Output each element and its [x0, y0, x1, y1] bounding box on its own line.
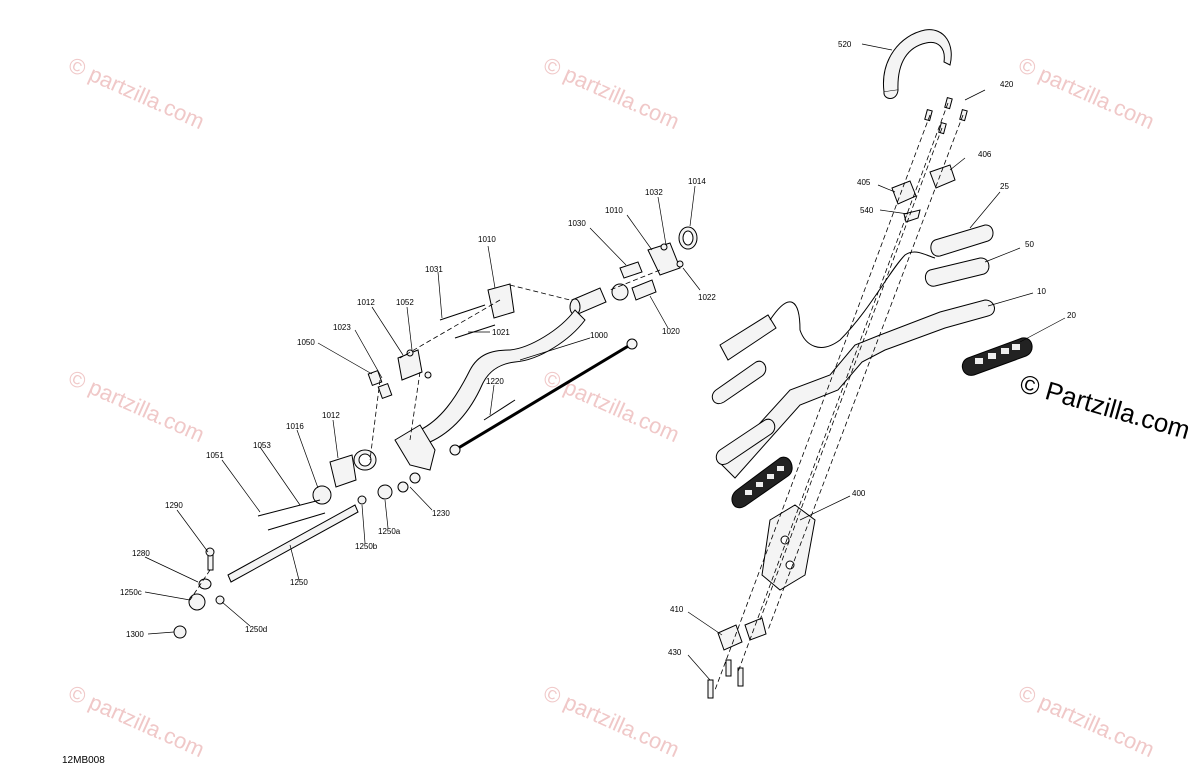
label-420: 420: [1000, 80, 1014, 89]
label-430: 430: [668, 648, 682, 657]
label-25: 25: [1000, 182, 1009, 191]
ball-joint-1250c: [188, 593, 206, 611]
bolt-1051: [257, 499, 321, 517]
pad-end: [883, 89, 899, 99]
label-1053: 1053: [253, 441, 271, 450]
label-1050: 1050: [297, 338, 315, 347]
bolt-1053: [267, 512, 326, 531]
label-1032: 1032: [645, 188, 663, 197]
label-1023: 1023: [333, 323, 351, 332]
grip-25: [930, 224, 994, 257]
label-1022: 1022: [698, 293, 716, 302]
bushing-1050: [367, 370, 383, 386]
joint-1250a: [377, 484, 393, 500]
label-50: 50: [1025, 240, 1034, 249]
bushing-1030: [619, 261, 643, 279]
grip-tube-left: [711, 360, 767, 404]
label-405: 405: [857, 178, 871, 187]
label-1030: 1030: [568, 219, 586, 228]
label-1250b: 1250b: [355, 542, 378, 551]
bolt-1031: [439, 304, 486, 321]
washer-1280: [198, 578, 212, 590]
tie-rod: [454, 343, 631, 452]
label-1012: 1012: [357, 298, 375, 307]
label-1000: 1000: [590, 331, 608, 340]
diagram-code: 12MB008: [62, 755, 105, 766]
clamp-410: [717, 624, 743, 651]
bearing-block-1010-b: [487, 283, 515, 319]
clamp-406: [929, 164, 956, 189]
label-1010-b: 1010: [478, 235, 496, 244]
label-406: 406: [978, 150, 992, 159]
label-1021: 1021: [492, 328, 510, 337]
label-1220: 1220: [486, 377, 504, 386]
washer-1230: [397, 481, 409, 493]
steering-column-1000: [419, 309, 586, 443]
label-1250c: 1250c: [120, 588, 142, 597]
grip-50: [924, 257, 990, 287]
leader-lines: [144, 43, 1066, 681]
bushing-1023: [377, 383, 393, 399]
label-520: 520: [838, 40, 852, 49]
screw-420: [924, 97, 968, 135]
tie-rod-1250: [227, 504, 359, 583]
label-1012-b: 1012: [322, 411, 340, 420]
grip-tube-left-2: [715, 418, 776, 465]
clamp-1012-b: [329, 454, 357, 488]
label-1250a: 1250a: [378, 527, 401, 536]
label-540: 540: [860, 206, 874, 215]
nut-1250b: [357, 495, 367, 505]
nut-1300: [173, 625, 187, 639]
label-1051: 1051: [206, 451, 224, 460]
callout-labels: 520 420 406 405 540 25 50 10 20 400 410 …: [120, 40, 1076, 657]
label-1250: 1250: [290, 578, 308, 587]
label-10: 10: [1037, 287, 1046, 296]
clamp-410-b: [744, 617, 767, 641]
alignment-lines: [189, 102, 964, 691]
label-1280: 1280: [132, 549, 150, 558]
column-lower-arm: [394, 424, 436, 471]
label-1031: 1031: [425, 265, 443, 274]
grip-20: [961, 337, 1033, 376]
riser-400: [761, 504, 816, 591]
label-1290: 1290: [165, 501, 183, 510]
label-1016: 1016: [286, 422, 304, 431]
ring-1016: [312, 485, 332, 505]
sleeve-1020: [631, 279, 657, 301]
label-20: 20: [1067, 311, 1076, 320]
label-1250d: 1250d: [245, 625, 267, 634]
label-1010: 1010: [605, 206, 623, 215]
label-1230: 1230: [432, 509, 450, 518]
ring-1020: [611, 283, 629, 301]
label-1014: 1014: [688, 177, 706, 186]
handlebar-pad-520: [883, 29, 952, 93]
bolt-1021: [454, 324, 496, 339]
label-1052: 1052: [396, 298, 414, 307]
clamp-405: [891, 180, 917, 205]
bolt-430: [707, 679, 714, 699]
handlebar-10: [721, 299, 995, 479]
handlebar-left-end: [719, 314, 777, 361]
bolt-1220: [483, 399, 516, 421]
bolt-430-b: [737, 667, 744, 687]
label-410: 410: [670, 605, 684, 614]
label-1020: 1020: [662, 327, 680, 336]
label-400: 400: [852, 489, 866, 498]
label-1300: 1300: [126, 630, 144, 639]
